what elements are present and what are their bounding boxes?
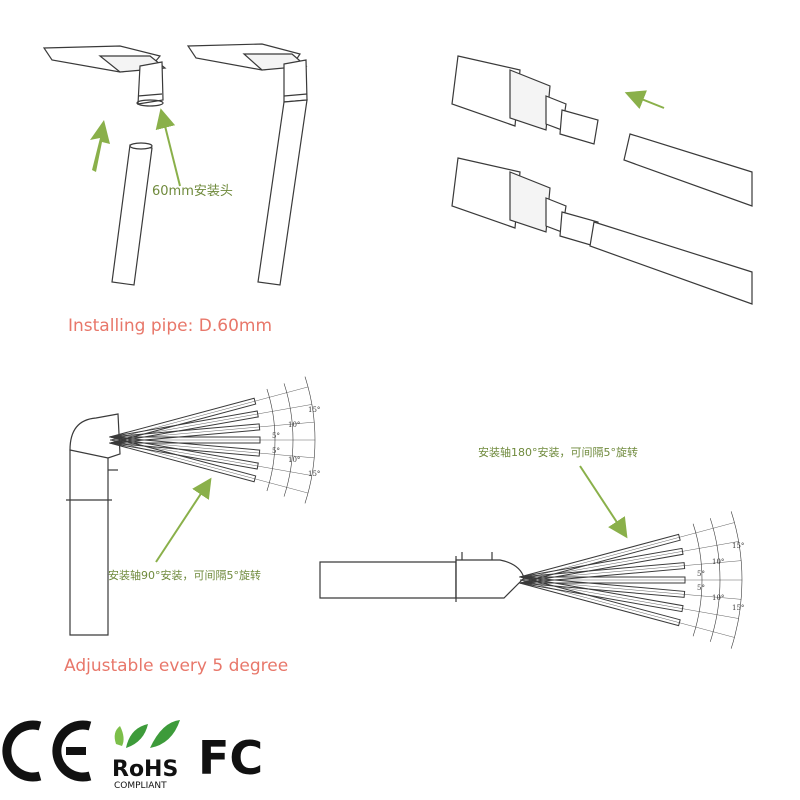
left-arrow (624, 90, 665, 109)
angle-ray (519, 522, 735, 581)
lamp-horizontal-installed (451, 157, 753, 305)
up-arrow (90, 120, 110, 172)
angle-label: 10° (712, 558, 724, 566)
angle-label: 5° (697, 584, 705, 592)
rohs-logo: RoHS COMPLIANT (112, 720, 180, 791)
rohs-compliant-text: COMPLIANT (114, 781, 167, 791)
axis-180-note: 安装轴180°安装，可间隔5°旋转 (478, 446, 638, 459)
angle-labels-right: 15° 10° 5° 5° 10° 15° (697, 542, 744, 612)
axis-90-note: 安装轴90°安装，可间隔5°旋转 (108, 569, 261, 582)
angle-label: 10° (288, 456, 300, 464)
adjustable-caption: Adjustable every 5 degree (64, 656, 289, 676)
fcc-text: FC (198, 731, 263, 785)
certification-logos: RoHS COMPLIANT FC (2, 720, 263, 791)
angle-ray (109, 386, 309, 441)
angle-ray (519, 579, 742, 600)
angle-ray (519, 560, 742, 581)
angle-ray (109, 404, 312, 441)
rotation-fan-180 (519, 511, 743, 649)
angle-ray (519, 541, 739, 581)
angle-ray (109, 439, 315, 459)
angle-label: 15° (732, 542, 744, 550)
angle-label: 5° (697, 570, 705, 578)
rohs-text: RoHS (112, 757, 178, 782)
angle-ray (109, 421, 315, 441)
head-size-note: 60mm安装头 (152, 184, 233, 199)
angle-labels-left: 15° 10° 5° 5° 10° 15° (272, 406, 320, 478)
angle-ray (109, 439, 312, 476)
angle-label: 10° (712, 594, 724, 602)
angle-label: 5° (272, 432, 280, 440)
angle-label: 10° (288, 421, 300, 429)
pointer-arrow-180 (579, 465, 628, 539)
lamp-head-uninstalled (42, 45, 167, 107)
lamp-horizontal-before (451, 55, 753, 207)
pointer-arrow-head (155, 108, 181, 187)
angle-label: 15° (308, 470, 320, 478)
angle-label: 15° (732, 604, 744, 612)
pipe-uninstalled (111, 142, 153, 286)
angle-ray (109, 439, 309, 494)
ce-logo (2, 720, 92, 782)
pointer-arrow-90 (155, 477, 212, 563)
fcc-logo: FC (198, 731, 263, 785)
angle-label: 5° (272, 447, 280, 455)
angle-ray (519, 579, 739, 619)
lamp-installed-vertical (186, 43, 308, 286)
pole-horizontal (319, 552, 525, 602)
angle-ray (519, 579, 735, 638)
angle-arc (730, 511, 743, 649)
pole-vertical (66, 413, 121, 636)
installing-pipe-caption: Installing pipe: D.60mm (68, 316, 273, 336)
rotation-fan-90 (109, 376, 316, 504)
angle-label: 15° (308, 406, 320, 414)
